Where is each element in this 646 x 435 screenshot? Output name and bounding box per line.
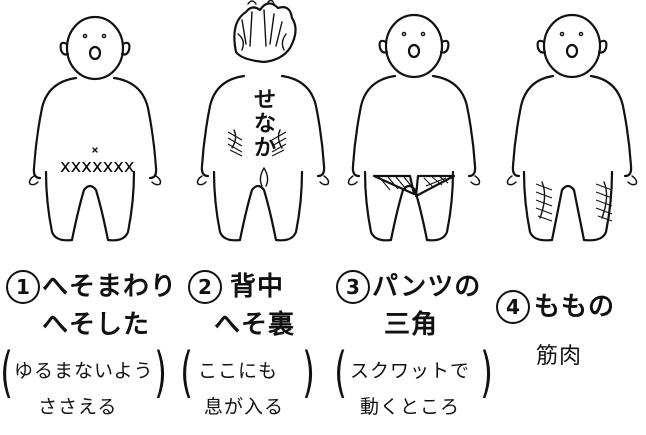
right-paren-1: ) xyxy=(154,341,167,404)
number-badge-2: 2 xyxy=(188,270,222,304)
figure-2-note-line1: ここにも xyxy=(198,360,279,382)
left-paren-1: ( xyxy=(0,341,13,404)
figure-4-body-drawing xyxy=(506,13,638,242)
figure-4-title-line2: 筋肉 xyxy=(536,344,583,369)
figure-1-panel: xxxxxxx 1 へそまわり へそした ( ゆるまないよう ささえる ) xyxy=(0,0,176,435)
left-paren-3: ( xyxy=(334,341,347,404)
figure-2-title-line1: 背中 xyxy=(230,272,285,302)
figure-3-title-line1: パンツの xyxy=(372,272,482,302)
figure-3-title-line2: 三角 xyxy=(384,310,439,340)
briefs-triangle-hatching xyxy=(372,174,456,198)
figure-4-panel: 4 ももの 筋肉 xyxy=(486,0,646,435)
figure-1-note-line2: ささえる xyxy=(38,396,118,418)
figure-2-panel: せ な か 2 背中 へそ裏 ( ここにも 息が入る ) xyxy=(168,0,330,435)
figure-2-back-drawing xyxy=(196,0,330,242)
figure-3-note-line2: 動くところ xyxy=(360,396,461,418)
number-badge-3: 3 xyxy=(336,270,370,304)
back-label-ka: か xyxy=(253,136,276,161)
figure-4-title-line1: ももの xyxy=(534,292,616,322)
figure-2-title-line2: へそ裏 xyxy=(214,310,296,340)
figure-1-title-line2: へそした xyxy=(42,310,151,340)
figure-1-body-drawing: xxxxxxx xyxy=(28,15,162,242)
thigh-hatching xyxy=(535,181,613,222)
figure-3-panel: 3 パンツの 三角 ( スクワットで 動くところ ) xyxy=(330,0,493,435)
belly-hatching: xxxxxxx xyxy=(60,156,135,177)
right-paren-2: ) xyxy=(302,341,315,404)
left-paren-2: ( xyxy=(180,341,193,404)
figure-2-note-line2: 息が入る xyxy=(204,396,285,418)
figure-3-body-drawing xyxy=(347,13,481,242)
back-label-na: な xyxy=(253,112,276,137)
lower-back-hatching xyxy=(227,129,287,157)
number-badge-1: 1 xyxy=(6,270,40,304)
number-badge-4: 4 xyxy=(496,290,530,324)
figure-3-note-line1: スクワットで xyxy=(350,360,471,382)
figure-1-note-line1: ゆるまないよう xyxy=(14,360,154,382)
figure-1-title-line1: へそまわり xyxy=(42,272,178,302)
right-paren-3: ) xyxy=(480,341,493,404)
back-label-se: せ xyxy=(253,88,276,113)
